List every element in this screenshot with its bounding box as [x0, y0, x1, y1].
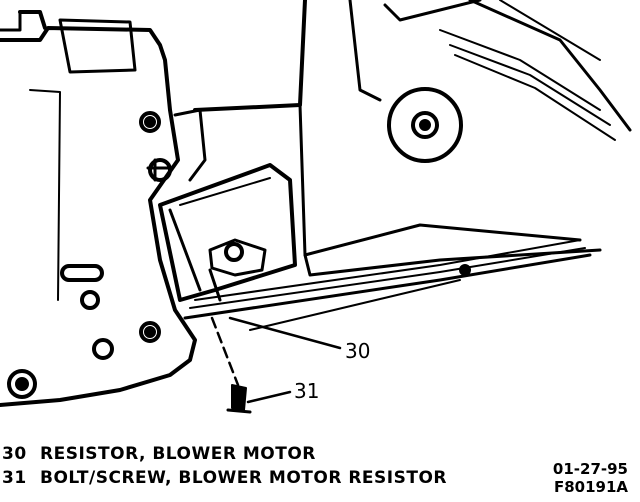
legend-number: 30: [2, 444, 27, 464]
bolt-head-icon: [139, 111, 161, 133]
legend-text: BOLT/SCREW, BLOWER MOTOR RESISTOR: [40, 468, 447, 488]
blower-motor-resistor: [158, 163, 297, 302]
legend-number: 31: [2, 468, 27, 488]
install-center-line: [210, 316, 240, 387]
callout-30-label: 30: [345, 339, 370, 363]
blower-resistor-illustration: 30 31: [0, 0, 632, 414]
figure-date: 01-27-95: [552, 460, 628, 478]
figure-code: F80191A: [553, 478, 628, 496]
mount-hole-icon: [7, 369, 37, 399]
callout-31-label: 31: [294, 379, 319, 403]
motor-boss-icon: [387, 87, 463, 163]
mounting-bracket: [0, 26, 197, 407]
blower-housing: [193, 0, 307, 112]
legend-text: RESISTOR, BLOWER MOTOR: [40, 444, 316, 464]
slot-icon: [60, 264, 104, 282]
leader-line-31: [246, 390, 292, 404]
legend-item-30: 30 RESISTOR, BLOWER MOTOR: [2, 444, 316, 464]
legend-item-31: 31 BOLT/SCREW, BLOWER MOTOR RESISTOR: [2, 468, 447, 488]
bolt-31-icon: [226, 384, 252, 414]
leader-line-30: [228, 316, 342, 350]
stud-icon: [148, 158, 172, 182]
